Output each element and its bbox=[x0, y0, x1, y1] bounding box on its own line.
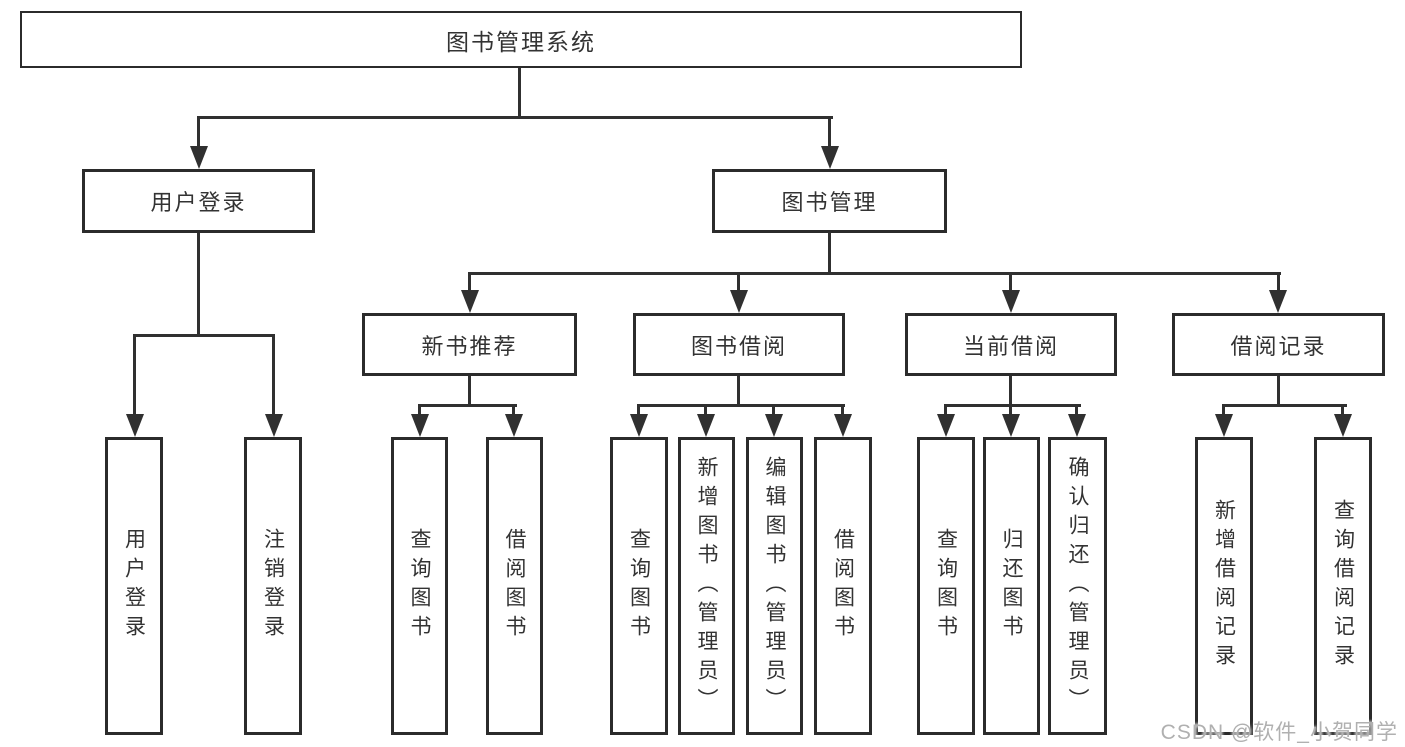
node-label: 借阅图书 bbox=[831, 528, 855, 644]
node-new-book-recommend: 新书推荐 bbox=[362, 313, 577, 376]
connector-user-login-left-stem bbox=[133, 334, 136, 416]
node-query-books-current: 查询图书 bbox=[917, 437, 975, 735]
node-borrow-books-borrowing: 借阅图书 bbox=[814, 437, 872, 735]
node-label: 新增图书（管理员） bbox=[695, 455, 718, 717]
connector-current-hline bbox=[944, 404, 1081, 407]
arrowhead-down-icon bbox=[265, 414, 283, 437]
arrowhead-down-icon bbox=[834, 414, 852, 437]
node-label: 编辑图书（管理员） bbox=[763, 455, 786, 717]
connector-records-stem-1 bbox=[1222, 404, 1225, 416]
connector-root-left-stem bbox=[197, 116, 200, 148]
node-borrowing-records: 借阅记录 bbox=[1172, 313, 1385, 376]
node-query-borrowing-record: 查询借阅记录 bbox=[1314, 437, 1372, 735]
connector-current-stem-2 bbox=[1009, 404, 1012, 416]
connector-book-mgmt-stem-4 bbox=[1277, 272, 1280, 294]
node-book-borrowing: 图书借阅 bbox=[633, 313, 845, 376]
connector-records-hline bbox=[1222, 404, 1347, 407]
node-book-management: 图书管理 bbox=[712, 169, 947, 233]
connector-book-mgmt-stem-1 bbox=[468, 272, 471, 294]
connector-book-mgmt-vline bbox=[828, 232, 831, 274]
connector-recommend-vline bbox=[468, 376, 471, 406]
connector-borrowing-hline bbox=[637, 404, 845, 407]
connector-book-mgmt-stem-3 bbox=[1009, 272, 1012, 294]
connector-borrowing-stem-1 bbox=[637, 404, 640, 416]
arrowhead-down-icon bbox=[126, 414, 144, 437]
node-user-login-action: 用户登录 bbox=[105, 437, 163, 735]
arrowhead-down-icon bbox=[1002, 414, 1020, 437]
node-current-borrowing: 当前借阅 bbox=[905, 313, 1117, 376]
node-label: 查询图书 bbox=[627, 528, 651, 644]
connector-root-hline bbox=[197, 116, 833, 119]
arrowhead-down-icon bbox=[505, 414, 523, 437]
connector-user-login-right-stem bbox=[272, 334, 275, 416]
node-add-books-admin: 新增图书（管理员） bbox=[678, 437, 735, 735]
connector-borrowing-vline bbox=[737, 376, 740, 406]
arrowhead-down-icon bbox=[697, 414, 715, 437]
arrowhead-down-icon bbox=[1215, 414, 1233, 437]
node-borrow-books-recommend: 借阅图书 bbox=[486, 437, 543, 735]
arrowhead-down-icon bbox=[937, 414, 955, 437]
node-edit-books-admin: 编辑图书（管理员） bbox=[746, 437, 803, 735]
node-query-books-recommend: 查询图书 bbox=[391, 437, 448, 735]
node-label: 图书借阅 bbox=[690, 333, 787, 359]
arrowhead-down-icon bbox=[1068, 414, 1086, 437]
connector-current-stem-1 bbox=[944, 404, 947, 416]
node-label: 借阅记录 bbox=[1230, 333, 1327, 359]
arrowhead-down-icon bbox=[1002, 290, 1020, 313]
arrowhead-down-icon bbox=[1269, 290, 1287, 313]
node-label: 用户登录 bbox=[122, 528, 146, 644]
connector-user-login-vline bbox=[197, 233, 200, 336]
connector-book-mgmt-hline bbox=[468, 272, 1281, 275]
connector-records-stem-2 bbox=[1341, 404, 1344, 416]
node-query-books-borrowing: 查询图书 bbox=[610, 437, 668, 735]
node-logout: 注销登录 bbox=[244, 437, 302, 735]
node-label: 新书推荐 bbox=[421, 333, 518, 359]
node-return-books: 归还图书 bbox=[983, 437, 1040, 735]
arrowhead-down-icon bbox=[411, 414, 429, 437]
connector-borrowing-stem-4 bbox=[841, 404, 844, 416]
node-label: 确认归还（管理员） bbox=[1066, 455, 1089, 717]
node-label: 图书管理系统 bbox=[446, 28, 596, 55]
connector-current-vline bbox=[1009, 376, 1012, 406]
connector-book-mgmt-stem-2 bbox=[737, 272, 740, 294]
csdn-watermark: CSDN @软件_小贺同学 bbox=[1160, 721, 1398, 744]
node-label: 新增借阅记录 bbox=[1212, 499, 1236, 673]
connector-recommend-hline bbox=[418, 404, 517, 407]
connector-current-stem-3 bbox=[1075, 404, 1078, 416]
arrowhead-down-icon bbox=[190, 146, 208, 169]
node-add-borrowing-record: 新增借阅记录 bbox=[1195, 437, 1253, 735]
connector-recommend-stem-2 bbox=[512, 404, 515, 416]
node-label: 图书管理 bbox=[781, 190, 878, 215]
node-label: 借阅图书 bbox=[503, 528, 526, 644]
connector-recommend-stem-1 bbox=[418, 404, 421, 416]
arrowhead-down-icon bbox=[1334, 414, 1352, 437]
arrowhead-down-icon bbox=[461, 290, 479, 313]
arrowhead-down-icon bbox=[730, 290, 748, 313]
node-confirm-return-admin: 确认归还（管理员） bbox=[1048, 437, 1107, 735]
node-label: 查询图书 bbox=[408, 528, 431, 644]
node-book-management-system: 图书管理系统 bbox=[20, 11, 1022, 68]
arrowhead-down-icon bbox=[630, 414, 648, 437]
connector-borrowing-stem-3 bbox=[772, 404, 775, 416]
connector-root-vline bbox=[518, 68, 521, 118]
node-label: 查询借阅记录 bbox=[1331, 499, 1355, 673]
connector-root-right-stem bbox=[828, 116, 831, 148]
node-label: 注销登录 bbox=[261, 528, 285, 644]
connector-records-vline bbox=[1277, 376, 1280, 406]
node-label: 用户登录 bbox=[150, 190, 247, 215]
node-label: 当前借阅 bbox=[962, 333, 1059, 359]
connector-user-login-hline bbox=[133, 334, 275, 337]
node-label: 归还图书 bbox=[1000, 528, 1023, 644]
node-user-login: 用户登录 bbox=[82, 169, 315, 233]
arrowhead-down-icon bbox=[821, 146, 839, 169]
arrowhead-down-icon bbox=[765, 414, 783, 437]
node-label: 查询图书 bbox=[934, 528, 958, 644]
connector-borrowing-stem-2 bbox=[704, 404, 707, 416]
